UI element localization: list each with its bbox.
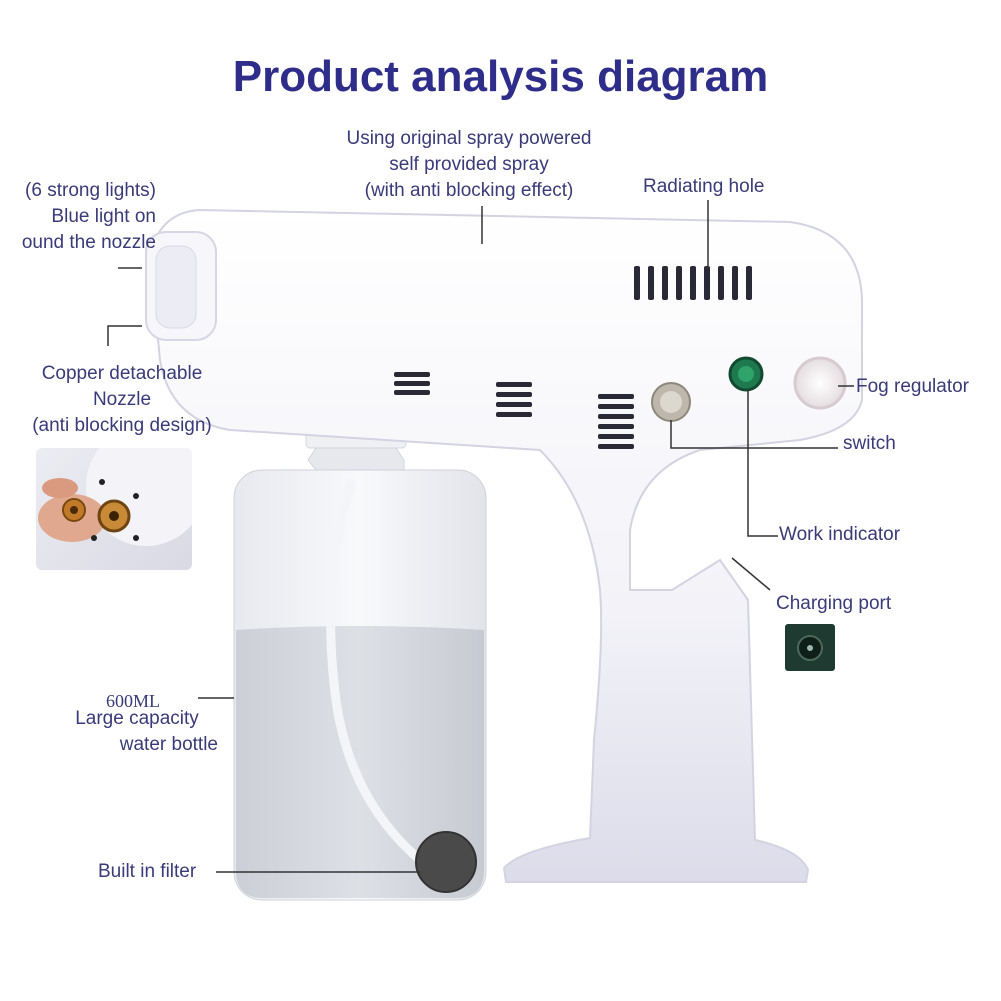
- blue-light-label: (6 strong lights) Blue light on ound the…: [0, 178, 156, 256]
- switch-button: [651, 382, 691, 422]
- work-indicator-label: Work indicator: [779, 524, 901, 545]
- radiating-hole-vents: [634, 266, 752, 300]
- water-bottle: [233, 419, 487, 901]
- gun-body: [145, 208, 863, 883]
- spray-label-line: Using original spray powered: [346, 128, 592, 149]
- capacity-label: 600ML: [106, 691, 160, 711]
- water-bottle-label: Large capacity water bottle: [56, 706, 218, 758]
- blue-light-label-line: (6 strong lights): [25, 180, 156, 201]
- blue-light-label-line: Blue light on: [51, 206, 156, 227]
- charging-port-icon: [785, 624, 835, 671]
- fog-regulator-label: Fog regulator: [856, 376, 970, 397]
- water-bottle-label-line: water bottle: [119, 734, 218, 755]
- filter-label: Built in filter: [98, 861, 197, 882]
- spray-label-line: (with anti blocking effect): [364, 180, 574, 201]
- charging-port-label: Charging port: [776, 593, 892, 614]
- blue-light-label-line: ound the nozzle: [21, 232, 156, 253]
- switch-label: switch: [843, 433, 896, 454]
- nozzle-closeup-photo: [36, 448, 192, 570]
- spray-label: Using original spray powered self provid…: [300, 126, 638, 204]
- nozzle-label: Copper detachable Nozzle (anti blocking …: [10, 361, 234, 439]
- radiating-hole-label: Radiating hole: [643, 176, 765, 197]
- spray-label-line: self provided spray: [389, 154, 549, 175]
- page-title: Product analysis diagram: [232, 52, 769, 101]
- fog-regulator-knob: [793, 356, 847, 410]
- work-indicator-light: [728, 356, 764, 392]
- nozzle-label-line: Copper detachable: [41, 363, 203, 384]
- water-bottle-label-line: Large capacity: [75, 708, 199, 729]
- side-vents: [394, 372, 634, 449]
- nozzle-label-line: (anti blocking design): [32, 415, 212, 436]
- leader-lines: [107, 200, 854, 873]
- nozzle-label-line: Nozzle: [92, 389, 152, 410]
